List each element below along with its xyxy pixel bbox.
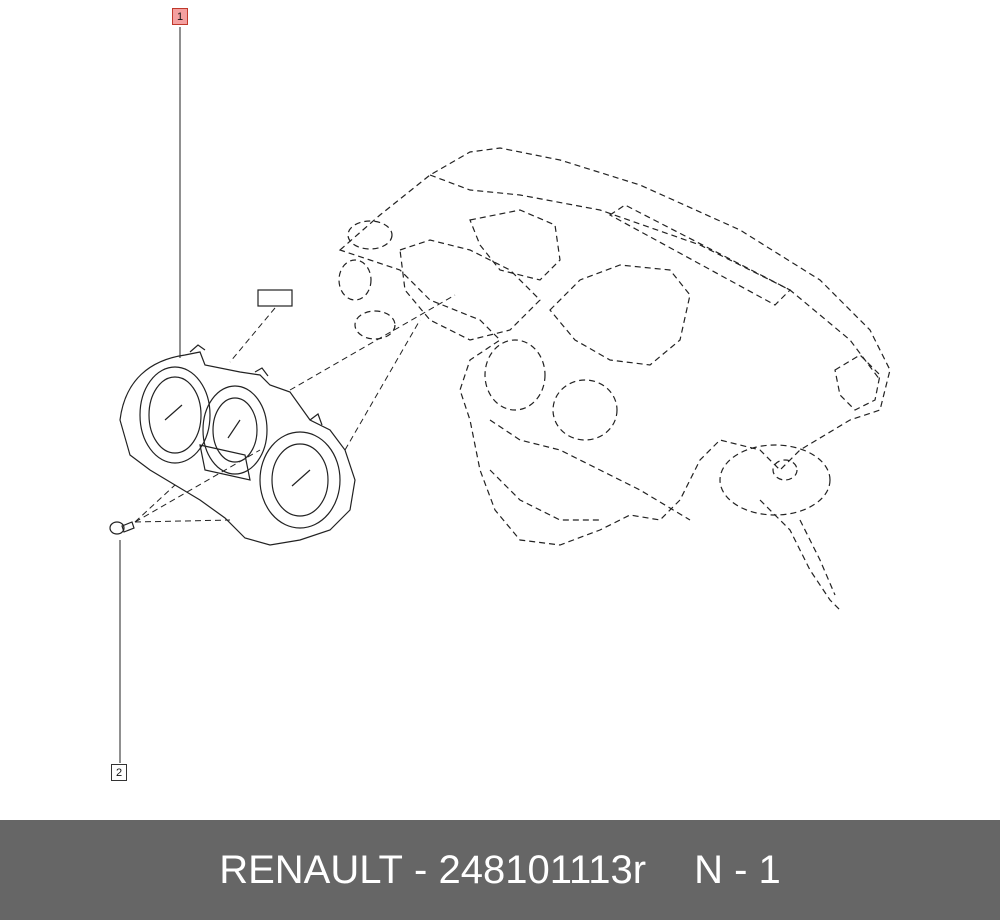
label-plate — [257, 289, 293, 307]
callout-1: 1 — [172, 8, 188, 25]
dashboard-outline — [338, 147, 891, 611]
instrument-cluster — [119, 344, 356, 546]
dash-label: - — [414, 847, 428, 892]
callout-2: 2 — [111, 764, 127, 781]
screw — [109, 521, 135, 535]
assembly-lines — [134, 294, 456, 523]
exploded-parts-diagram — [109, 27, 891, 763]
brand-label: RENAULT — [219, 847, 403, 892]
quantity-label: N - 1 — [694, 847, 781, 892]
footer-bar: RENAULT - 248101113r N - 1 — [0, 820, 1000, 920]
part-number: 248101113r — [438, 847, 647, 892]
